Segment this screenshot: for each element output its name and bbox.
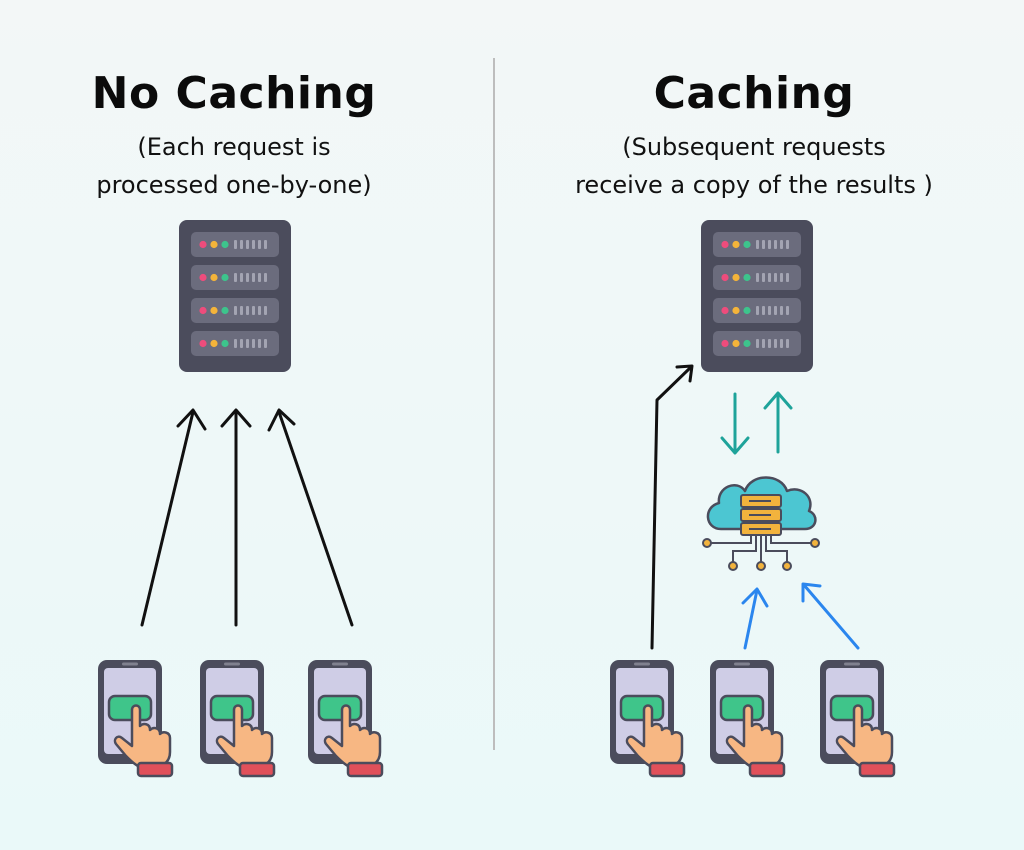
right-client-3-phone-tap-icon <box>818 658 896 778</box>
request-arrow-2-head <box>220 408 252 428</box>
left-subtitle-line2: processed one-by-one) <box>96 171 372 199</box>
request-arrow-3 <box>277 410 354 627</box>
cache-request-arrows <box>741 582 860 650</box>
right-subtitle: (Subsequent requests receive a copy of t… <box>524 128 984 204</box>
up-arrow-head <box>763 391 793 410</box>
right-subtitle-line2: receive a copy of the results ) <box>575 171 933 199</box>
right-client-1-phone-tap-icon <box>608 658 686 778</box>
first-request-arrow <box>650 364 694 650</box>
left-title: No Caching <box>91 68 377 119</box>
request-arrow-3-head <box>267 408 296 432</box>
cache-request-arrow-1 <box>743 588 759 650</box>
right-subtitle-line1: (Subsequent requests <box>622 133 886 161</box>
left-subtitle-line1: (Each request is <box>137 133 331 161</box>
left-server-icon <box>179 220 291 372</box>
cache-request-arrow-2-head <box>801 582 822 603</box>
request-arrow-1-head <box>176 408 207 431</box>
left-client-3-phone-tap-icon <box>306 658 384 778</box>
cache-request-arrow-2 <box>802 583 860 650</box>
panel-divider <box>493 58 495 750</box>
cloud-cache-icon <box>701 476 821 572</box>
left-client-1-phone-tap-icon <box>96 658 174 778</box>
left-subtitle: (Each request is processed one-by-one) <box>4 128 464 204</box>
right-title: Caching <box>653 68 855 119</box>
left-client-2-phone-tap-icon <box>198 658 276 778</box>
right-server-icon <box>701 220 813 372</box>
right-client-2-phone-tap-icon <box>708 658 786 778</box>
down-arrow-head <box>720 436 750 455</box>
left-request-arrows <box>140 408 354 627</box>
server-cache-arrows <box>720 391 793 455</box>
cache-request-arrow-1-head <box>741 587 769 608</box>
request-arrow-1 <box>140 410 195 627</box>
